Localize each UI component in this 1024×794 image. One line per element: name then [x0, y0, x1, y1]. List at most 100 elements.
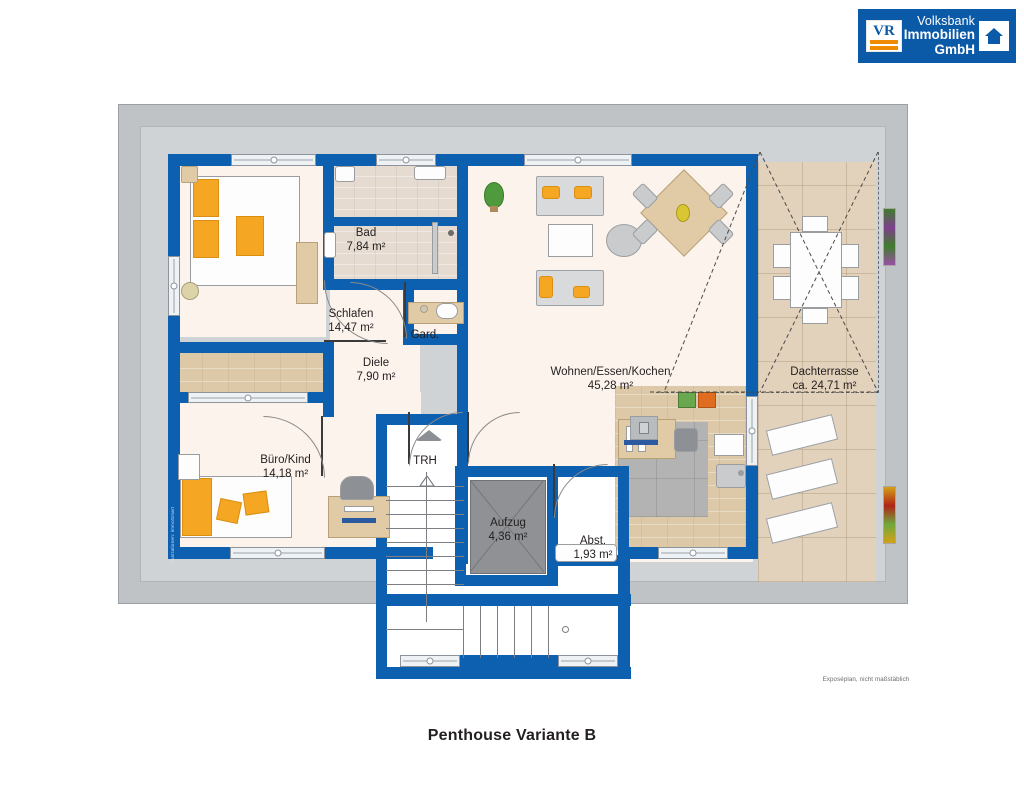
- floor-wood-hallway: [176, 359, 331, 395]
- wall-schlafen-bottom: [168, 342, 333, 353]
- house-icon: [979, 21, 1009, 51]
- oven-hob: [630, 416, 658, 440]
- wall-hall-right: [323, 342, 334, 417]
- sofa-bottom-cushion-b: [573, 286, 590, 298]
- bed-pillow-left: [193, 179, 219, 217]
- window-schlafen-left: [168, 256, 180, 316]
- wall-trh-left: [376, 414, 387, 559]
- window-kitchen-bottom: [658, 547, 728, 559]
- room-label-wohnen: Wohnen/Essen/Kochen 45,28 m²: [550, 366, 671, 393]
- wall-aufzug-top: [455, 466, 558, 477]
- oven-door-icon: [639, 422, 649, 434]
- daybed-mattress: [182, 478, 212, 536]
- plant-pot: [490, 206, 498, 212]
- logo-line-2: Immobilien GmbH: [903, 27, 975, 57]
- daybed-cushion-a: [215, 497, 243, 525]
- wall-stairwell-left: [376, 559, 387, 679]
- terrace-chair-1: [773, 244, 791, 268]
- wall-bad-mid: [323, 217, 468, 226]
- room-label-dachterrasse: Dachterrasse ca. 24,71 m²: [790, 366, 859, 393]
- plant-indoor: [484, 182, 504, 208]
- wardrobe-schlafen: [296, 242, 318, 304]
- planter-box-top: [883, 208, 896, 266]
- shower-screen: [432, 222, 438, 274]
- scale-disclaimer: Exposéplan, nicht maßstäblich: [822, 676, 910, 683]
- gard-knob: [420, 305, 428, 313]
- wall-living-left: [457, 154, 468, 564]
- terrace-guide-lines: [650, 152, 879, 393]
- table-centerpiece: [676, 204, 690, 222]
- logo-wordmark: Volksbank Immobilien GmbH: [902, 14, 979, 57]
- sofa-top-cushion-a: [542, 186, 560, 199]
- bathtub-edge: [414, 166, 446, 180]
- wall-terrace-stub: [746, 212, 758, 268]
- room-label-diele: Diele 7,90 m²: [356, 357, 396, 384]
- logo-bar-upper: [870, 40, 898, 44]
- room-label-schlafen: Schlafen 14,47 m²: [328, 308, 374, 335]
- window-hall-strip: [188, 392, 308, 403]
- desk-chair: [674, 428, 698, 452]
- shelf-buero: [178, 454, 200, 480]
- wall-stairwell-bottom: [376, 594, 631, 606]
- window-bad-top: [376, 154, 436, 166]
- abst-shelf: [555, 544, 617, 562]
- desk-chair-buero: [340, 476, 374, 500]
- wall-bad-bottom: [323, 279, 468, 290]
- bed-pillow-right: [193, 220, 219, 258]
- window-buero-bottom: [230, 547, 325, 559]
- sink-tap-icon: [738, 470, 744, 476]
- wall-aufzug-bottom: [455, 575, 558, 586]
- room-label-buero: Büro/Kind 14,18 m²: [260, 454, 311, 481]
- window-stair-bottom-left: [400, 655, 460, 667]
- wall-gard-bottom: [403, 334, 468, 345]
- window-schlafen-top: [231, 154, 316, 166]
- logo-line-1: Volksbank: [917, 14, 975, 29]
- floorplan-canvas: TRH: [118, 104, 908, 684]
- gard-basin: [436, 303, 458, 319]
- wall-aufzug-left: [455, 466, 466, 586]
- wall-stair-landing: [453, 655, 563, 677]
- sink-bad: [335, 166, 355, 182]
- logo-bar-lower: [870, 46, 898, 50]
- illustration-credit: Illustrationen: immoSmart: [170, 506, 175, 564]
- kitchen-sink: [716, 464, 746, 488]
- room-label-bad: Bad 7,84 m²: [346, 227, 386, 254]
- wall-right-upper: [746, 264, 758, 396]
- nightstand-top: [181, 166, 198, 183]
- terrace-guide-box: [656, 152, 879, 393]
- page-title: Penthouse Variante B: [427, 727, 597, 744]
- desk-buero-keyboard: [342, 518, 376, 523]
- planter-box-bottom: [883, 486, 896, 544]
- sofa-bottom-cushion-a: [539, 276, 553, 298]
- room-label-gard: Gard.: [410, 329, 440, 341]
- wall-terrace-side: [746, 154, 758, 214]
- stair-rail-end-icon: [562, 626, 569, 633]
- terrace-chair-6: [802, 308, 828, 324]
- terrace-chair-2: [773, 276, 791, 300]
- window-kitchen-right: [746, 396, 758, 466]
- daybed-cushion-b: [242, 490, 270, 516]
- wall-abst-right: [618, 466, 629, 566]
- terrace-chair-4: [841, 276, 859, 300]
- coffee-table: [548, 224, 593, 257]
- volksbank-vr-mark-icon: VR: [866, 20, 902, 52]
- wall-aufzug-right: [547, 466, 558, 586]
- stairs-direction-arrow-icon: [419, 476, 435, 487]
- vr-monogram: VR: [873, 23, 895, 39]
- room-label-abst: Abst. 1,93 m²: [573, 535, 613, 562]
- trh-cap-icon: [415, 430, 443, 441]
- company-logo: VR Volksbank Immobilien GmbH: [858, 9, 1016, 63]
- desk-buero-item: [344, 506, 374, 512]
- toilet: [324, 232, 336, 258]
- desk-keyboard: [624, 440, 658, 445]
- room-label-aufzug: Aufzug 4,36 m²: [488, 517, 528, 544]
- window-stair-bottom-right: [558, 655, 618, 667]
- desk-buero: [328, 496, 390, 538]
- window-wohnen-top: [524, 154, 632, 166]
- terrace-table: [790, 232, 842, 308]
- terrace-chair-5: [802, 216, 828, 232]
- armchair-round: [606, 224, 642, 257]
- elevator-cross-icon: [470, 480, 544, 572]
- wall-trh-top: [376, 414, 466, 425]
- lamp-round: [181, 282, 199, 300]
